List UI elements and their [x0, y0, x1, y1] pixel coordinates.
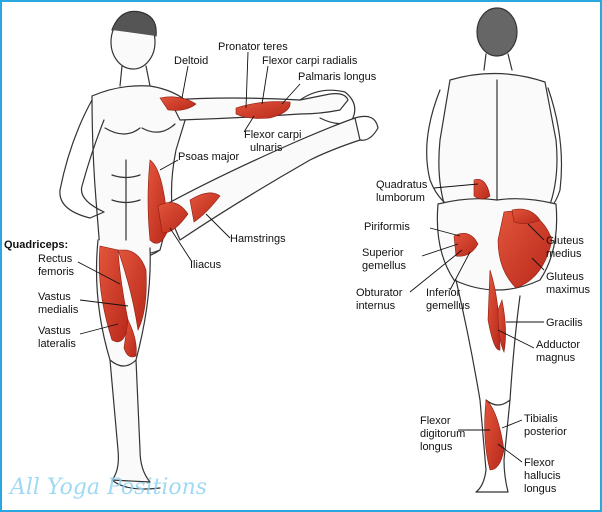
- label-adductor-magnus-1: Adductor: [536, 339, 580, 351]
- watermark-text: All Yoga Positions: [8, 475, 207, 500]
- hamstrings-muscle: [189, 192, 221, 223]
- label-hamstrings: Hamstrings: [230, 233, 286, 245]
- label-flexor-hallucis-longus-2: hallucis: [524, 470, 561, 482]
- label-flexor-hallucis-longus-1: Flexor: [524, 457, 555, 469]
- label-vastus-lateralis-1: Vastus: [38, 325, 71, 337]
- label-superior-gemellus-2: gemellus: [362, 260, 407, 272]
- iliacus-muscle: [157, 202, 189, 233]
- lower-leg-flexors-muscle: [484, 399, 505, 471]
- front-muscles: [98, 96, 291, 358]
- label-palmaris-longus: Palmaris longus: [298, 71, 377, 83]
- label-obturator-internus-1: Obturator: [356, 287, 403, 299]
- label-flexor-carpi-ulnaris-1: Flexor carpi: [244, 129, 301, 141]
- label-gluteus-maximus-2: maximus: [546, 284, 591, 296]
- label-superior-gemellus-1: Superior: [362, 247, 404, 259]
- label-flexor-digitorum-longus-3: longus: [420, 441, 453, 453]
- label-pronator-teres: Pronator teres: [218, 41, 288, 53]
- label-gluteus-maximus-1: Gluteus: [546, 271, 584, 283]
- label-deltoid: Deltoid: [174, 55, 208, 67]
- label-rectus-femoris-2: femoris: [38, 266, 75, 278]
- label-tibialis-posterior-1: Tibialis: [524, 413, 558, 425]
- label-tibialis-posterior-2: posterior: [524, 426, 567, 438]
- label-quadriceps: Quadriceps:: [4, 239, 68, 251]
- label-piriformis: Piriformis: [364, 221, 410, 233]
- hip-rotators-muscle: [453, 233, 479, 257]
- label-obturator-internus-2: internus: [356, 300, 396, 312]
- vastus-lateralis-muscle: [98, 245, 129, 343]
- label-rectus-femoris-1: Rectus: [38, 253, 73, 265]
- label-iliacus: Iliacus: [190, 259, 222, 271]
- rectus-femoris-muscle: [117, 249, 147, 331]
- vastus-medialis-muscle: [123, 319, 137, 358]
- label-inferior-gemellus-1: Inferior: [426, 287, 461, 299]
- label-gluteus-medius-2: medius: [546, 248, 582, 260]
- label-flexor-carpi-radialis: Flexor carpi radialis: [262, 55, 358, 67]
- back-labels: Quadratus lumborum Piriformis Superior g…: [356, 179, 591, 495]
- label-adductor-magnus-2: magnus: [536, 352, 576, 364]
- label-gluteus-medius-1: Gluteus: [546, 235, 584, 247]
- gluteus-medius-muscle: [511, 208, 541, 224]
- adductor-magnus-muscle: [487, 269, 501, 351]
- label-flexor-digitorum-longus-1: Flexor: [420, 415, 451, 427]
- label-vastus-lateralis-2: lateralis: [38, 338, 76, 350]
- deltoid-muscle: [159, 96, 197, 111]
- label-inferior-gemellus-2: gemellus: [426, 300, 471, 312]
- label-flexor-hallucis-longus-3: longus: [524, 483, 557, 495]
- label-vastus-medialis-1: Vastus: [38, 291, 71, 303]
- label-quadratus-lumborum-2: lumborum: [376, 192, 425, 204]
- label-flexor-carpi-ulnaris-2: ulnaris: [250, 142, 283, 154]
- leader-lines: [77, 51, 545, 463]
- front-labels: Deltoid Pronator teres Flexor carpi radi…: [4, 41, 377, 350]
- label-psoas-major: Psoas major: [178, 151, 239, 163]
- label-quadratus-lumborum-1: Quadratus: [376, 179, 428, 191]
- label-vastus-medialis-2: medialis: [38, 304, 79, 316]
- label-gracilis: Gracilis: [546, 317, 583, 329]
- back-muscles: [453, 179, 553, 471]
- gracilis-muscle: [497, 298, 506, 353]
- label-flexor-digitorum-longus-2: digitorum: [420, 428, 465, 440]
